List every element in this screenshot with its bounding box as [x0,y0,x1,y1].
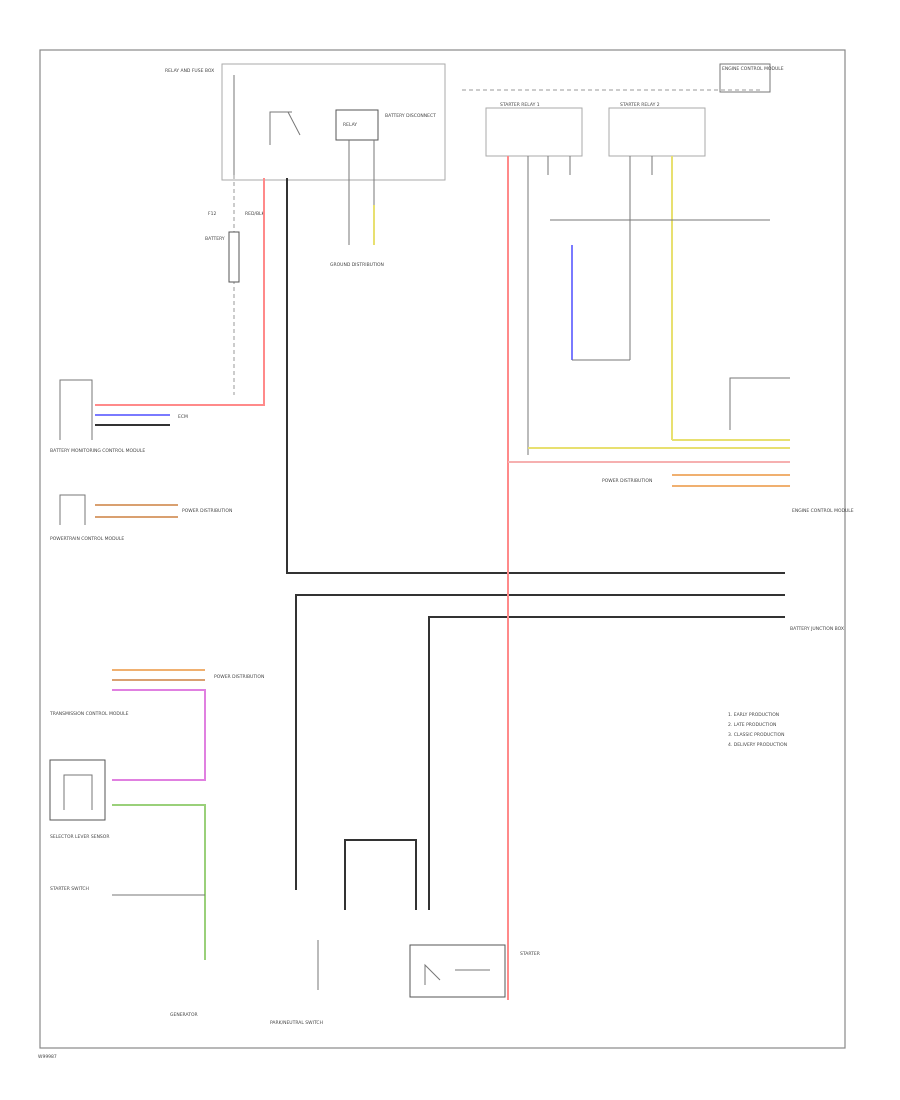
relay-box-label: RELAY AND FUSE BOX [165,68,214,74]
legend-item-2: 2. LATE PRODUCTION [728,722,776,728]
footer-code: W99987 [38,1054,57,1060]
black-bus-3 [428,616,785,910]
selector-lever-label: SELECTOR LEVER SENSOR [50,834,109,840]
diagram-border [39,49,846,1049]
selector-lever-box [49,759,106,821]
starter-label: STARTER [520,951,540,957]
engine-ctrl-top-label: ENGINE CONTROL MODULE [722,66,784,72]
powertrain-ctrl-box [59,494,86,525]
relay-coil-box [335,109,379,141]
starter-sw-label: STARTER SWITCH [50,886,89,892]
battery-disconnect-label: BATTERY DISCONNECT [385,113,436,119]
fuse-label: F12 [208,211,216,217]
legend-item-4: 4. DELIVERY PRODUCTION [728,742,787,748]
battery-ctrl-label: BATTERY MONITORING CONTROL MODULE [50,448,145,454]
neutral-switch-label: PARK/NEUTRAL SWITCH [270,1020,323,1026]
red-battery-wire [95,178,265,406]
violet-tcm-wire [112,689,206,781]
power-dist-label-1: POWER DISTRIBUTION [182,508,232,514]
battery-label: BATTERY [205,236,225,242]
power-dist-label-2: POWER DISTRIBUTION [602,478,652,484]
engine-ctrl-label: ENGINE CONTROL MODULE [792,508,854,514]
starter-relay-2-box [608,107,706,157]
ecm-top-box [719,63,771,93]
battery-fuse [228,231,240,283]
ecm-connector [729,377,790,430]
generator-label: GENERATOR [170,1012,198,1018]
black-bus-2 [295,594,785,890]
ground-detail-label: GROUND DISTRIBUTION [330,262,384,268]
fuse-color-label: RED/BLK [245,211,266,217]
starter-relay-2-label: STARTER RELAY 2 [620,102,660,108]
neutral-switch-wire [344,839,417,910]
selector-lever-inner [63,774,93,810]
relay-box-outline [221,63,446,181]
transmission-ctrl-label: TRANSMISSION CONTROL MODULE [49,711,129,717]
battery-ctrl-box [59,379,93,440]
battery-junction-label: BATTERY JUNCTION BOX [790,626,844,632]
legend-item-3: 3. CLASSIC PRODUCTION [728,732,784,738]
starter-relay-1-box [485,107,583,157]
legend-item-1: 1. EARLY PRODUCTION [728,712,779,718]
starter-relay-1-label: STARTER RELAY 1 [500,102,540,108]
relay-switch [269,111,301,145]
black-main-bus [286,178,785,574]
starter-box [409,944,506,998]
green-selector-wire [112,804,206,960]
power-dist-label-3: POWER DISTRIBUTION [214,674,264,680]
starter-symbol [424,963,490,985]
powertrain-ctrl-label: POWERTRAIN CONTROL MODULE [50,536,124,542]
ecm-side-label: ECM [178,414,188,420]
relay-coil-label: RELAY [343,122,357,128]
